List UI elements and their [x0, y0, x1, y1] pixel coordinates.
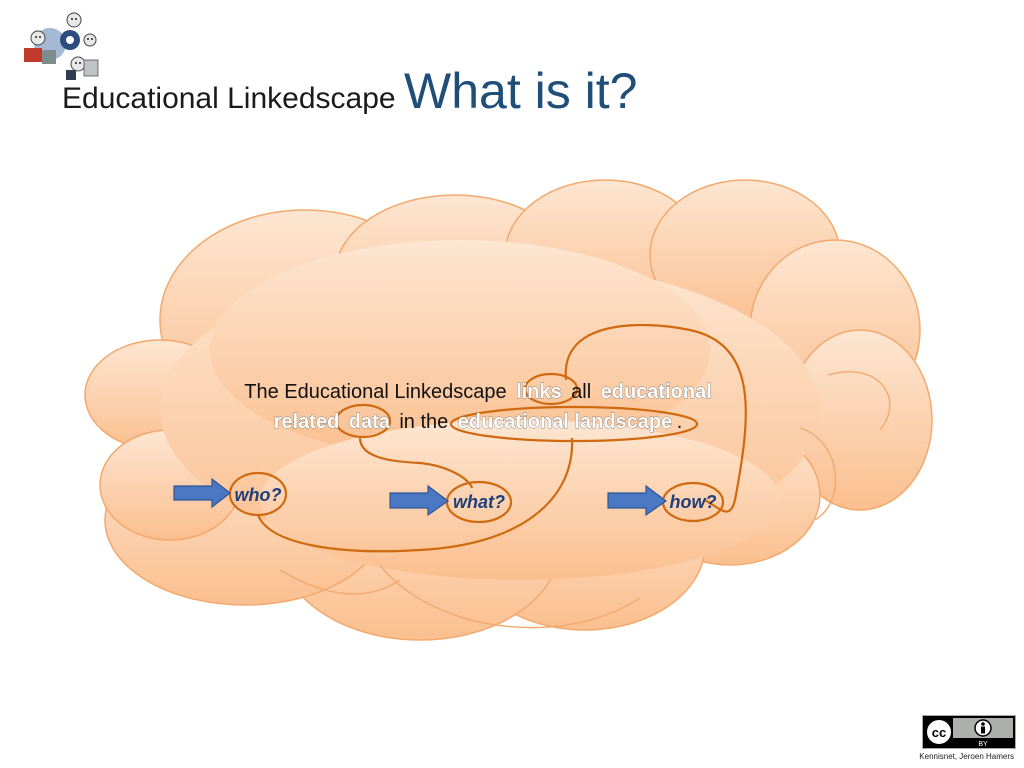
statement-period: . [677, 411, 683, 433]
link-lines [256, 323, 747, 553]
highlight-educational: educational [601, 381, 712, 403]
by-text: BY [978, 741, 988, 748]
arrow-what-icon [389, 484, 450, 517]
cc-text: cc [932, 725, 946, 740]
credit-text: Kennisnet, Jeroen Hamers [919, 752, 1014, 761]
cloud-shape [84, 179, 933, 641]
statement-prefix: The Educational Linkedscape [244, 381, 506, 403]
slide-title: Educational Linkedscape What is it? [62, 62, 637, 120]
label-how: how? [670, 492, 717, 512]
title-prefix: Educational Linkedscape [62, 82, 396, 115]
highlight-related: related [274, 411, 340, 433]
title-main: What is it? [404, 63, 638, 119]
cc-by-license-badge: cc BY [922, 715, 1016, 749]
statement-line-2: related data in the educational landscap… [274, 411, 683, 433]
statement-in-the: in the [399, 411, 448, 433]
arrow-who-icon [173, 477, 231, 509]
highlight-educational-landscape: educational landscape [458, 411, 673, 433]
label-what: what? [453, 492, 505, 512]
highlight-links: links [516, 381, 562, 403]
statement-line-1: The Educational Linkedscape links all ed… [244, 381, 712, 403]
statement-all: all [571, 381, 591, 403]
label-who: who? [235, 485, 282, 505]
highlight-data: data [349, 411, 391, 433]
people-network-logo-icon [24, 12, 99, 80]
arrow-how-icon [607, 484, 668, 517]
cc-by-icon: cc BY [923, 716, 1015, 748]
